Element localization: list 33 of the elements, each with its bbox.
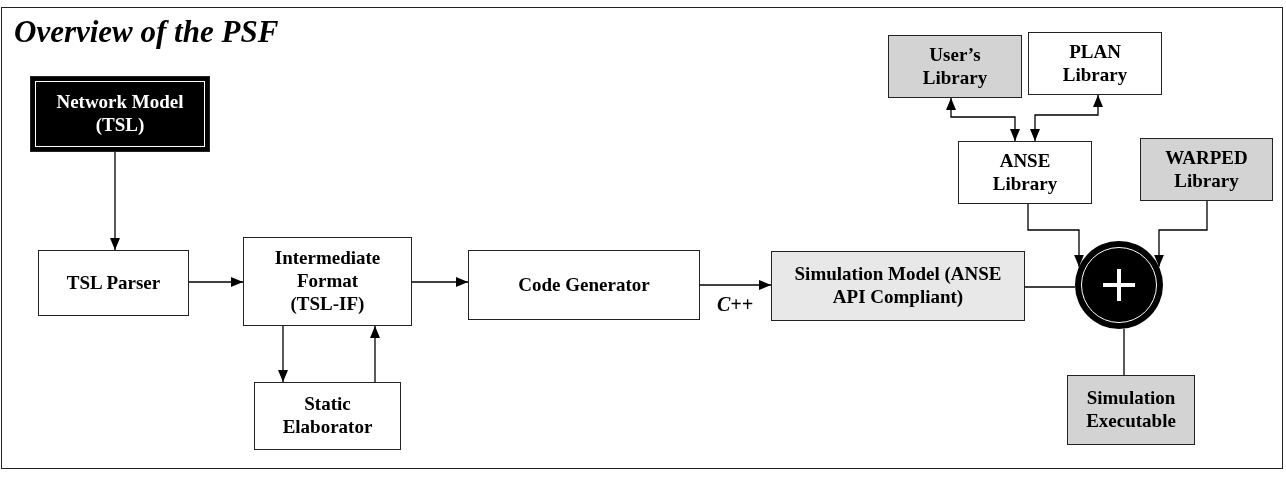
diagram-title: Overview of the PSF bbox=[14, 14, 279, 50]
arrow bbox=[110, 151, 120, 251]
process-box bbox=[30, 76, 210, 152]
process-box bbox=[771, 251, 1025, 321]
process-box bbox=[38, 250, 189, 316]
box-label: Simulation Executable bbox=[1085, 387, 1177, 433]
arrow bbox=[1030, 94, 1103, 142]
arrow bbox=[370, 325, 380, 383]
arrow bbox=[278, 325, 288, 383]
process-box bbox=[958, 141, 1092, 204]
process-box bbox=[1028, 32, 1162, 95]
box-label: Intermediate Format (TSL-IF) bbox=[273, 247, 382, 316]
box-label: Network Model (TSL) bbox=[55, 91, 185, 137]
box-label: Simulation Model (ANSE API Compliant) bbox=[794, 263, 1002, 309]
arrow bbox=[946, 97, 1020, 142]
process-box bbox=[888, 35, 1022, 98]
arrow bbox=[1027, 203, 1084, 268]
process-box bbox=[468, 250, 700, 320]
arrow bbox=[188, 277, 244, 287]
box-label: ANSE Library bbox=[991, 149, 1059, 196]
box-label: PLAN Library bbox=[1061, 40, 1129, 87]
arrow bbox=[699, 280, 772, 290]
box-label: TSL Parser bbox=[66, 271, 161, 295]
box-label: User’s Library bbox=[921, 43, 989, 90]
process-box bbox=[1067, 375, 1195, 445]
arrow bbox=[1154, 200, 1208, 268]
arrow bbox=[411, 277, 469, 287]
process-box bbox=[243, 237, 412, 326]
box-label: WARPED Library bbox=[1164, 146, 1249, 193]
box-label: Static Elaborator bbox=[281, 393, 374, 439]
process-box bbox=[254, 382, 401, 450]
process-box bbox=[1140, 138, 1273, 201]
box-label: Code Generator bbox=[518, 273, 650, 297]
